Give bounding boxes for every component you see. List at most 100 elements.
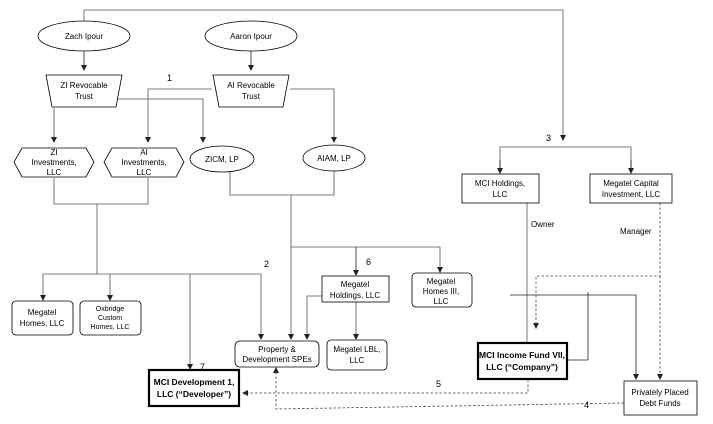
rect-shape [326,339,388,371]
node-ai-inv-line3: LLC [137,168,152,177]
node-mci-development: MCI Development 1, LLC (“Developer”) [147,368,241,408]
edge-label-6: 6 [366,257,371,267]
node-privately-placed-debt: Privately Placed Debt Funds [623,380,698,416]
edge-lp-merge [229,170,335,196]
node-mci-income-fund: MCI Income Fund VII, LLC (“Company”) [476,341,569,381]
rect-shape [589,173,673,204]
node-zi-inv-line2: Investments, [31,158,76,167]
node-aiam-lp: AIAM, LP [302,144,366,172]
node-megatel-holdings-line1: Megatel [341,280,370,289]
node-spes-line1: Property & [258,345,296,354]
rect-shape [147,368,241,408]
ellipse-shape [189,145,255,173]
node-zi-inv-line3: LLC [47,168,62,177]
rect-shape [461,173,540,204]
node-spes-line2: Development SPEs [242,355,311,364]
node-company-line1: MCI Income Fund VII, [479,350,565,360]
rect-shape [321,275,390,303]
rect-shape [234,340,320,368]
edge-label-1: 1 [167,73,172,83]
node-zicm-label: ZICM, LP [205,155,239,164]
node-megatel-homes: Megatel Homes, LLC [11,300,74,336]
ellipse-shape [37,20,131,52]
node-debt-line2: Debt Funds [639,399,680,408]
node-megatel-capital: Megatel Capital Investment, LLC [589,173,673,204]
rect-shape [79,300,142,336]
node-zi-investments: ZI Investments, LLC [13,147,95,178]
edge-manager-company [533,203,661,329]
node-ai-revocable-trust: AI Revocable Trust [212,74,290,108]
rect-shape [476,341,569,381]
node-lbl-line1: Megatel LBL, [333,345,380,354]
edge-label-5: 5 [436,379,441,389]
trapezoid-shape [212,74,290,108]
rect-shape [411,272,473,308]
node-ai-trust-line1: AI Revocable [227,81,275,90]
ellipse-shape [204,20,298,52]
node-mci-holdings-line2: LLC [493,190,508,199]
hexagon-shape [103,147,185,178]
node-megatel-homes-iii: Megatel Homes III, LLC [411,272,473,308]
node-lbl-line2: LLC [350,356,365,365]
edge-label-4: 4 [584,400,589,410]
node-oxbridge: Oxbridge Custom Homes, LLC [79,300,142,336]
edge-flow-5 [242,380,529,396]
edge-label-3: 3 [546,133,551,143]
node-megatel-lbl: Megatel LBL, LLC [326,339,388,371]
node-megatel-holdings: Megatel Holdings, LLC [321,275,390,303]
node-megatel-holdings-line2: Holdings, LLC [330,291,380,300]
node-developer-line1: MCI Development 1, [154,377,235,387]
trapezoid-shape [45,74,123,108]
node-oxbridge-line2: Custom [98,315,122,322]
node-developer-line2: LLC (“Developer”) [157,389,231,399]
node-megatel-capital-line1: Megatel Capital [603,179,659,188]
node-aaron-ipour: Aaron Ipour [204,20,298,52]
rect-shape [623,380,698,416]
node-zi-trust-line1: ZI Revocable [60,81,108,90]
edge-to-debt-funds [510,294,639,380]
node-ai-trust-line2: Trust [242,92,261,101]
node-zach-ipour: Zach Ipour [37,20,131,52]
node-company-line2: LLC (“Company”) [486,362,558,372]
edge-label-7: 7 [200,362,205,372]
edge-flow-4 [273,367,625,410]
node-megatel-homes-line2: Homes, LLC [20,319,65,328]
node-mci-holdings-line1: MCI Holdings, [475,179,525,188]
edge-ai-trust-to-aiam [290,88,337,143]
edge-inv-merge [53,178,149,205]
node-ai-inv-line1: AI [140,148,148,157]
edge-branch-3 [499,146,632,173]
edge-ai-trust-to-ai-inv [145,88,212,143]
node-debt-line1: Privately Placed [631,388,688,397]
node-zi-revocable-trust: ZI Revocable Trust [45,74,123,108]
edge-company-link [560,292,589,361]
node-ai-inv-line2: Investments, [121,158,166,167]
node-ai-investments: AI Investments, LLC [103,147,185,178]
edge-zi-trust-to-zicm [97,98,206,143]
node-oxbridge-line1: Oxbridge [96,306,125,313]
node-zi-inv-line1: ZI [50,148,57,157]
hexagon-shape [13,147,95,178]
edge-holdings-to-spes [304,295,323,340]
edge-label-owner: Owner [531,220,555,229]
node-aiam-label: AIAM, LP [317,154,351,163]
node-homes3-line2: Homes III, [423,287,459,296]
node-property-spes: Property & Development SPEs [234,340,320,368]
node-zicm-lp: ZICM, LP [189,145,255,173]
edge-to-homes-iii [291,246,443,273]
node-aaron-label: Aaron Ipour [230,32,272,41]
connectors [40,9,663,410]
node-homes3-line3: LLC [434,297,449,306]
node-megatel-homes-line1: Megatel [28,308,57,317]
edge-labels: 1 2 3 4 5 6 7 Owner Manager [167,73,652,410]
node-zach-label: Zach Ipour [65,32,104,41]
rect-shape [11,300,74,336]
node-oxbridge-line3: Homes, LLC [91,324,130,331]
node-zi-trust-line2: Trust [75,92,94,101]
edge-label-2: 2 [264,259,269,269]
edge-zach-to-branch-3 [83,9,566,141]
node-mci-holdings: MCI Holdings, LLC [461,173,540,204]
node-megatel-capital-line2: Investment, LLC [602,190,660,199]
node-homes3-line1: Megatel [427,277,456,286]
